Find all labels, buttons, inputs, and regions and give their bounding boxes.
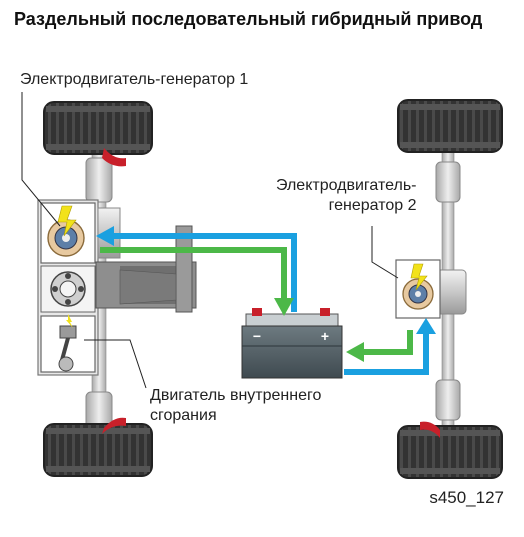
label-motor-generator-1: Электродвигатель-генератор 1: [20, 71, 249, 88]
flow-battery-to-mg1: [96, 226, 297, 312]
rear-left-wheel: [43, 417, 153, 477]
battery-plus-sign: +: [321, 328, 329, 344]
flow-battery-to-mg2: [344, 318, 436, 375]
front-left-wheel: [43, 101, 153, 167]
piston-icon: [59, 325, 77, 339]
battery-icon: [241, 325, 343, 379]
lightning-icon: [410, 263, 428, 291]
motor-generator-1: [40, 202, 96, 264]
front-right-wheel: [397, 99, 503, 153]
flow-mg2-to-battery: [346, 330, 413, 362]
rear-axle: [435, 149, 467, 431]
internal-combustion-engine: [40, 314, 96, 373]
label-motor-generator-2-line1: Электродвигатель-: [276, 177, 417, 194]
flow-mg1-to-battery: [100, 247, 294, 316]
clutch-disc: [40, 265, 96, 313]
battery: − +: [241, 308, 343, 379]
label-ice-line1: Двигатель внутреннего: [150, 387, 322, 404]
figure-code: s450_127: [429, 488, 504, 507]
page-title: Раздельный последовательный гибридный пр…: [14, 9, 483, 29]
rear-right-wheel: [397, 421, 503, 479]
label-internal-combustion-engine: Двигатель внутреннего сгорания: [150, 386, 321, 426]
label-ice-line2: сгорания: [150, 407, 217, 424]
label-motor-generator-2: Электродвигатель- генератор 2: [276, 176, 416, 216]
lightning-icon: [57, 205, 77, 237]
motor-generator-2: [395, 259, 441, 319]
battery-minus-sign: −: [253, 328, 261, 344]
leader-lines: [21, 92, 399, 389]
label-motor-generator-2-line2: генератор 2: [328, 197, 417, 214]
